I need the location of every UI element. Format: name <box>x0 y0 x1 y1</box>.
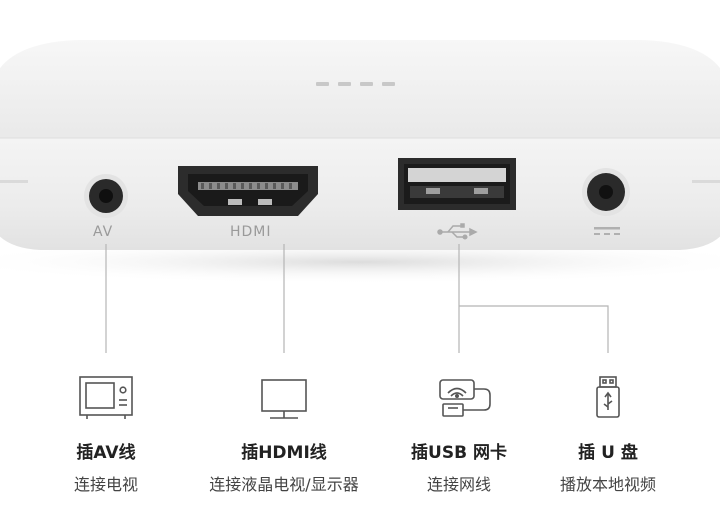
usb-network-adapter-icon <box>439 379 491 417</box>
feature-usb-drive: 插 U 盘 播放本地视频 <box>498 442 718 496</box>
dc-symbol-icon <box>594 227 620 235</box>
power-port <box>582 168 630 216</box>
usb-port <box>398 158 516 210</box>
av-port-label: AV <box>93 224 114 240</box>
feature-usb-network-subtitle: 连接网线 <box>426 475 491 494</box>
display-icon <box>261 379 307 419</box>
feature-hdmi-title: 插HDMI线 <box>241 443 327 463</box>
feature-av-title: 插AV线 <box>76 443 136 463</box>
device-top <box>0 40 720 140</box>
feature-usb-network: 插USB 网卡 连接网线 <box>349 442 569 496</box>
feature-hdmi: 插HDMI线 连接液晶电视/显示器 <box>174 442 394 496</box>
feature-hdmi-subtitle: 连接液晶电视/显示器 <box>209 475 359 494</box>
usb-symbol-icon <box>437 223 478 240</box>
feature-av: 插AV线 连接电视 <box>0 442 216 496</box>
usb-flash-drive-icon <box>596 376 620 418</box>
hdmi-port-label: HDMI <box>230 224 272 240</box>
device-shadow <box>0 240 720 284</box>
feature-usb-network-title: 插USB 网卡 <box>411 443 507 463</box>
feature-usb-drive-title: 插 U 盘 <box>578 443 638 463</box>
hdmi-port <box>178 166 318 216</box>
connector-lines <box>105 244 609 353</box>
top-logo-marks <box>316 82 395 86</box>
feature-av-subtitle: 连接电视 <box>73 475 138 494</box>
feature-usb-drive-subtitle: 播放本地视频 <box>559 475 656 494</box>
tv-monitor-icon <box>79 376 133 419</box>
av-port <box>84 174 128 218</box>
